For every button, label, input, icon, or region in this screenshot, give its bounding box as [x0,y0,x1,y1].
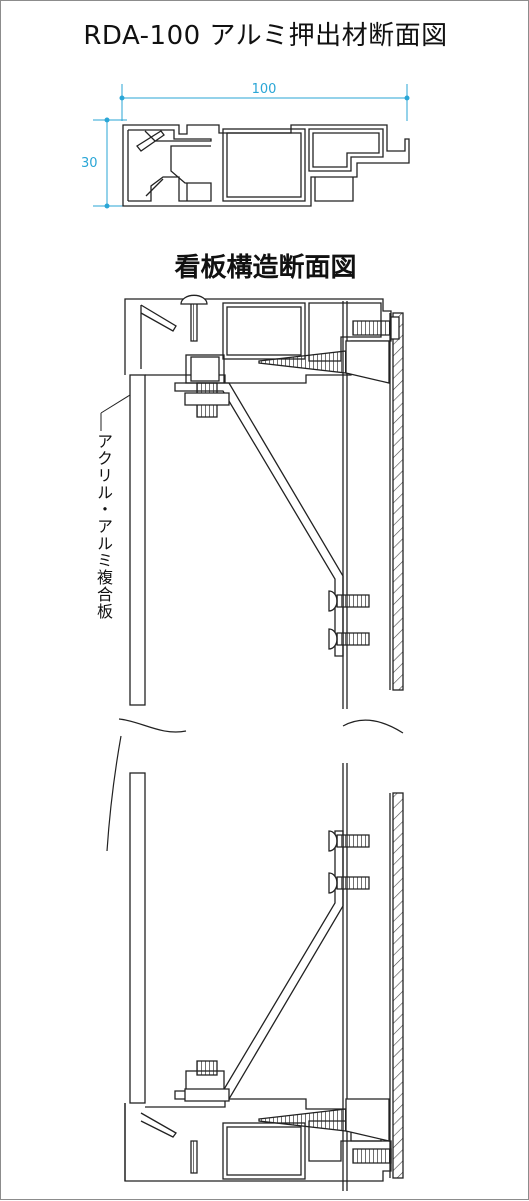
aluminum-profile [122,124,410,207]
sign-structure-top [124,294,404,709]
structure-section-title: 看板構造断面図 [174,253,357,283]
width-dimension-label: 100 [252,82,277,97]
width-dimension [119,84,410,121]
panel-label: アクリル・アルミ複合板 [94,433,113,620]
height-dimension [93,117,127,209]
page-title: RDA-100 アルミ押出材断面図 [83,21,448,51]
height-dimension-label: 30 [81,156,98,171]
break-lines [106,718,404,852]
panel-leader-line [100,394,131,431]
sign-structure-bottom [124,763,404,1191]
